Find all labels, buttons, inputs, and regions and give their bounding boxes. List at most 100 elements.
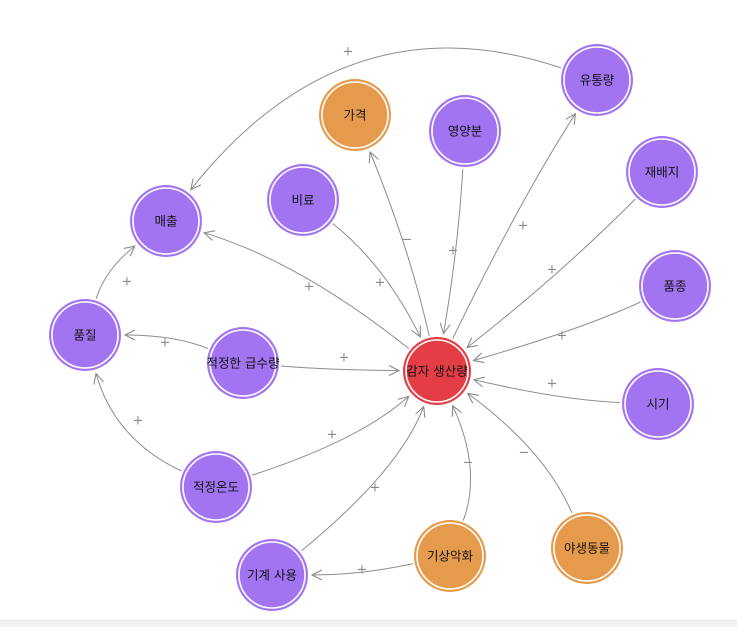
node-center[interactable]: 감자 생산량 (403, 337, 471, 405)
bottom-scroll-area (0, 620, 737, 627)
edge-sign-realloc-center: + (547, 263, 558, 278)
node-ring (553, 514, 621, 582)
node-price[interactable]: 가격 (319, 79, 391, 151)
node-circle (551, 512, 623, 584)
node-circle (622, 368, 694, 440)
edge-sign-quality-sales: + (122, 275, 133, 290)
node-circle (49, 299, 121, 371)
node-label: 야생동물 (564, 541, 610, 556)
node-water[interactable]: 적정한 급수량 (207, 327, 280, 399)
node-ring (182, 453, 250, 521)
edge-fertilizer-center (332, 223, 421, 337)
signs-layer: + + − + + + + + − − + + + + + + + + (122, 45, 568, 578)
node-label: 품질 (73, 328, 96, 343)
edge-sign-water-quality: + (160, 336, 171, 351)
node-label: 비료 (291, 193, 314, 208)
node-circle (267, 164, 339, 236)
edge-center-distribution (452, 114, 576, 339)
edge-temp-quality (96, 374, 182, 472)
node-label: 유통량 (580, 73, 615, 88)
node-ring (51, 301, 119, 369)
edge-sign-water-center: + (339, 351, 350, 366)
edge-distribution-sales (191, 47, 562, 190)
node-machine[interactable]: 기계 사용 (236, 539, 308, 611)
node-label: 기상악화 (427, 549, 474, 564)
node-circle (207, 327, 279, 399)
edge-sign-temp-center: + (327, 428, 338, 443)
edge-sign-variety-center: + (557, 329, 568, 344)
node-ring (431, 97, 499, 165)
node-ring (405, 339, 469, 403)
node-ring (321, 81, 389, 149)
node-circle (429, 95, 501, 167)
edge-sign-temp-quality: + (133, 414, 144, 429)
node-label: 영양분 (448, 124, 483, 139)
edge-sign-weather-center: − (463, 456, 474, 471)
node-ring (641, 252, 709, 320)
node-fertilizer[interactable]: 비료 (267, 164, 339, 236)
node-ring (624, 370, 692, 438)
edge-water-center (280, 366, 399, 371)
node-label: 적정온도 (193, 480, 239, 495)
node-circle (130, 185, 202, 257)
edge-sign-distribution-sales: + (343, 45, 354, 60)
node-ring (628, 138, 696, 206)
edge-sign-timing-center: + (547, 377, 558, 392)
node-ring (209, 329, 277, 397)
node-label: 재배지 (645, 165, 680, 180)
node-circle (403, 337, 471, 405)
node-wildlife[interactable]: 야생동물 (551, 512, 623, 584)
edge-sign-fertilizer-center: + (375, 276, 386, 291)
node-timing[interactable]: 시기 (622, 368, 694, 440)
node-label: 기계 사용 (247, 568, 297, 583)
edge-realloc-center (467, 198, 636, 348)
edges-layer (96, 47, 641, 575)
node-circle (319, 79, 391, 151)
node-variety[interactable]: 품종 (639, 250, 711, 322)
node-ring (416, 522, 484, 590)
node-ring (563, 46, 631, 114)
edge-variety-center (474, 301, 641, 361)
edge-sign-nutrients-center: + (448, 244, 459, 259)
edge-nutrients-center (444, 168, 464, 334)
edge-center-price (370, 152, 430, 337)
edge-center-sales (204, 233, 410, 349)
node-distribution[interactable]: 유통량 (561, 44, 633, 116)
node-sales[interactable]: 매출 (130, 185, 202, 257)
edge-sign-center-sales: + (304, 280, 315, 295)
node-circle (626, 136, 698, 208)
edge-temp-center (251, 396, 409, 476)
node-circle (180, 451, 252, 523)
node-circle (414, 520, 486, 592)
node-temp[interactable]: 적정온도 (180, 451, 252, 523)
node-label: 매출 (154, 214, 177, 229)
edge-timing-center (474, 380, 621, 403)
node-circle (639, 250, 711, 322)
edge-sign-center-distribution: + (518, 219, 529, 234)
node-label: 감자 생산량 (406, 364, 468, 379)
node-quality[interactable]: 품질 (49, 299, 121, 371)
node-circle (561, 44, 633, 116)
node-label: 시기 (646, 397, 669, 412)
edge-sign-wildlife-center: − (519, 446, 530, 461)
edge-sign-weather-machine: + (357, 563, 368, 578)
node-circle (236, 539, 308, 611)
node-label: 가격 (343, 108, 366, 123)
edge-water-quality (125, 335, 209, 349)
edge-sign-center-price: − (402, 233, 413, 248)
node-label: 적정한 급수량 (207, 356, 280, 371)
edge-weather-center (453, 406, 472, 521)
node-label: 품종 (663, 279, 686, 294)
node-ring (238, 541, 306, 609)
edge-weather-machine (312, 563, 413, 575)
edge-wildlife-center (468, 393, 573, 514)
node-nutrients[interactable]: 영양분 (429, 95, 501, 167)
edge-machine-center (301, 407, 423, 552)
node-realloc[interactable]: 재배지 (626, 136, 698, 208)
edge-sign-machine-center: + (370, 481, 381, 496)
node-ring (132, 187, 200, 255)
node-weather[interactable]: 기상악화 (414, 520, 486, 592)
